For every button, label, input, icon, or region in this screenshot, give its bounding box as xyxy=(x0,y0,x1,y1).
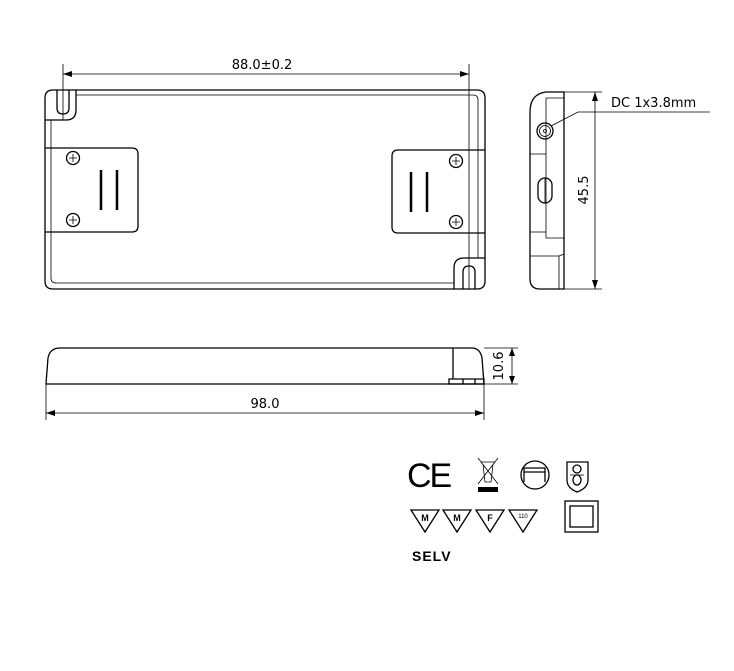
front-view: 98.0 10.6 xyxy=(45,347,518,420)
svg-text:110: 110 xyxy=(518,514,528,520)
length-dimension: 98.0 xyxy=(251,397,280,412)
connector-label: DC 1x3.8mm xyxy=(611,96,696,111)
independent-lamp-controlgear-icon xyxy=(520,460,550,490)
height-dimension-45: 45.5 xyxy=(577,176,592,205)
top-view: 88.0±0.2 xyxy=(44,58,486,290)
selv-label: SELV xyxy=(412,548,452,564)
ce-mark: CE xyxy=(407,457,452,495)
class-ii-double-square-icon xyxy=(564,500,599,533)
110-temp-icon: 110 xyxy=(507,509,539,534)
width-dimension: 88.0±0.2 xyxy=(232,58,293,73)
svg-text:F: F xyxy=(487,513,493,523)
left-clip xyxy=(45,147,139,233)
certification-symbols: CE M M F 110 xyxy=(407,457,599,564)
svg-text:M: M xyxy=(453,513,461,523)
thermal-protection-shield-icon xyxy=(566,461,589,493)
svg-text:M: M xyxy=(421,513,429,523)
right-clip xyxy=(391,149,485,234)
weee-bin-icon xyxy=(477,457,499,492)
thickness-dimension: 10.6 xyxy=(492,352,507,381)
m-mark-icon: M xyxy=(409,509,441,534)
mm-mark-icon: M xyxy=(441,509,473,534)
screw-icon xyxy=(65,150,464,230)
f-mark-icon: F xyxy=(474,509,506,534)
side-view: DC 1x3.8mm 45.5 xyxy=(529,91,710,290)
